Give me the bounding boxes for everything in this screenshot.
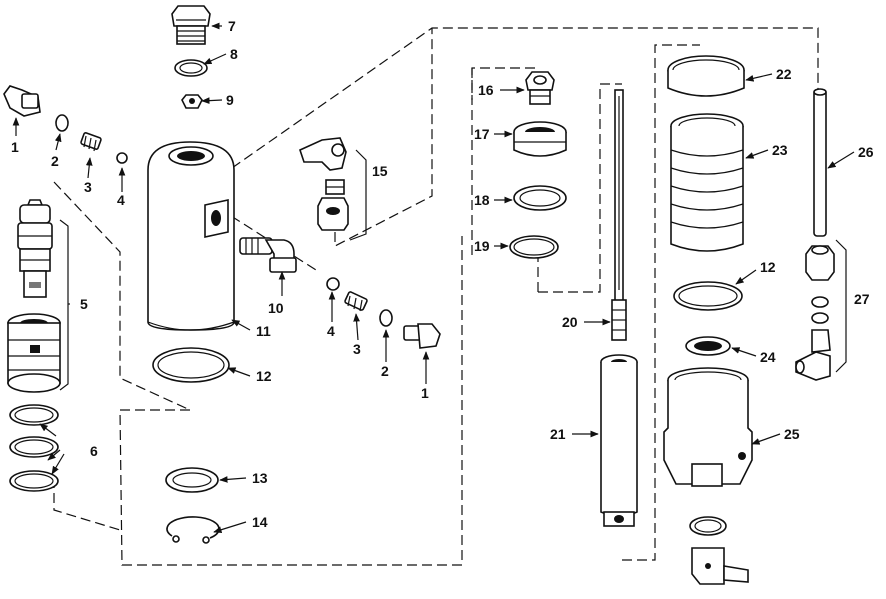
callout-19: 19: [474, 238, 490, 254]
bottom-fitting: [689, 516, 749, 585]
callout-labels: 7 8 9 1 2 3 4 5 6 10 11 12 13 14 15 4 3 …: [11, 18, 874, 530]
callout-27: 27: [854, 291, 870, 307]
part-1-plug-left: [3, 85, 41, 117]
callout-12-left: 12: [256, 368, 272, 384]
part-5-valve-cartridge: [7, 199, 69, 393]
callout-15: 15: [372, 163, 388, 179]
callout-14: 14: [252, 514, 268, 530]
callout-10: 10: [268, 300, 284, 316]
callout-2-right: 2: [381, 363, 389, 379]
callout-16: 16: [478, 82, 494, 98]
part-14-retaining-ring: [166, 516, 220, 544]
part-19-o-ring: [509, 235, 559, 259]
callout-25: 25: [784, 426, 800, 442]
part-23-bellows: [670, 113, 744, 252]
part-11-cylinder-body: [147, 141, 235, 331]
callout-17: 17: [474, 126, 490, 142]
part-3-spring-right: [344, 291, 368, 312]
callout-4-right: 4: [327, 323, 335, 339]
part-20-rod: [611, 89, 627, 341]
callout-26: 26: [858, 144, 874, 160]
callout-5: 5: [80, 296, 88, 312]
part-4-ball-left: [116, 152, 128, 164]
callout-6: 6: [90, 443, 98, 459]
callout-22: 22: [776, 66, 792, 82]
callout-9: 9: [226, 92, 234, 108]
callout-13: 13: [252, 470, 268, 486]
callout-1-left: 1: [11, 139, 19, 155]
part-21-tube: [600, 354, 638, 527]
part-9-nut: [181, 94, 203, 109]
leader-lines: [12, 22, 855, 533]
part-15-fitting-set: [299, 137, 367, 241]
part-27-fitting-set: [795, 239, 847, 381]
callout-7: 7: [228, 18, 236, 34]
part-18-ring: [513, 185, 567, 211]
callout-23: 23: [772, 142, 788, 158]
callout-24: 24: [760, 349, 776, 365]
part-7-plug: [171, 5, 211, 45]
part-26-tube: [813, 88, 827, 237]
part-22-collar: [667, 55, 745, 97]
part-16-nut: [525, 71, 555, 105]
part-12-o-ring-left: [152, 347, 230, 383]
part-24-seal: [685, 336, 731, 356]
assembly-lines: [53, 27, 819, 566]
part-4-ball-right: [326, 277, 340, 291]
callout-11: 11: [256, 323, 271, 339]
callout-18: 18: [474, 192, 490, 208]
part-2-washer-right: [379, 309, 393, 327]
part-2-washer-left: [55, 114, 69, 132]
part-6-o-ring-set: [9, 404, 59, 492]
callout-8: 8: [230, 46, 238, 62]
callout-2-left: 2: [51, 153, 59, 169]
part-25-base: [663, 367, 753, 487]
part-10-elbow: [239, 237, 297, 273]
callout-20: 20: [562, 314, 578, 330]
callout-21: 21: [550, 426, 566, 442]
callout-1-right: 1: [421, 385, 429, 401]
part-12-o-ring-right: [673, 281, 743, 311]
part-3-spring-left: [80, 132, 102, 152]
callout-12-right: 12: [760, 259, 776, 275]
part-17-gland: [513, 121, 567, 157]
part-13-washer: [165, 467, 219, 493]
callout-3-left: 3: [84, 179, 92, 195]
part-1-plug-right: [403, 323, 441, 349]
callout-4-left: 4: [117, 192, 125, 208]
callout-3-right: 3: [353, 341, 361, 357]
